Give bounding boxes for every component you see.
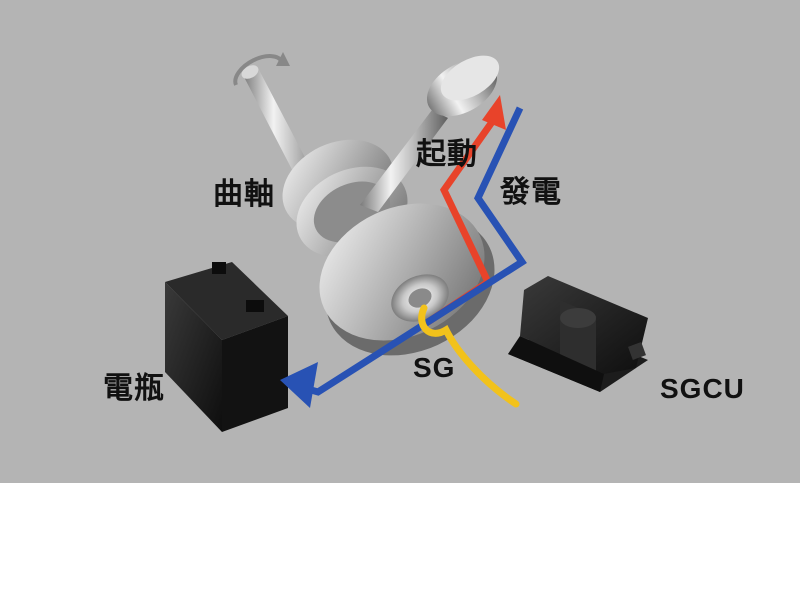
engine-diagram [165,52,648,432]
generate-arrowhead [280,362,318,408]
battery [165,262,288,432]
label-start: 起動 [416,137,478,172]
label-crankshaft: 曲軸 [213,177,275,212]
diagram-canvas: 曲軸 起動 發電 電瓶 SG SGCU [0,0,800,483]
piston [360,55,500,212]
page-background [0,483,800,604]
rotation-arrow-icon [233,52,290,86]
signal-wire [418,304,520,408]
label-generate: 發電 [500,175,562,210]
starter-generator [319,203,495,356]
label-battery: 電瓶 [103,371,165,406]
label-sg: SG [413,352,456,383]
start-arrowhead [482,95,506,130]
sgcu-unit [508,276,648,392]
generate-arrow [303,106,527,396]
label-sgcu: SGCU [660,373,745,404]
